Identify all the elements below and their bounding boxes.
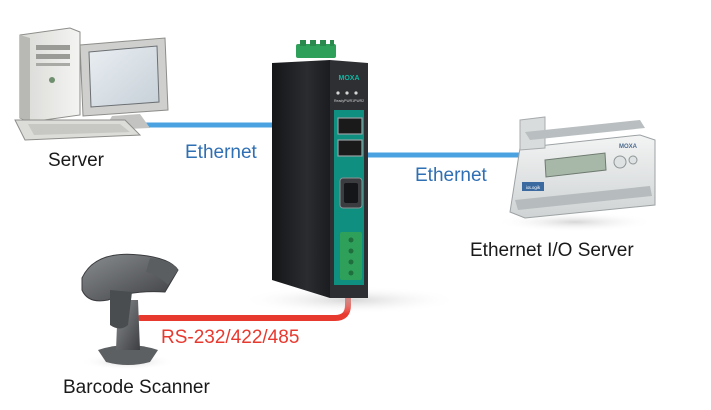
server-computer [14, 27, 169, 141]
server-label: Server [48, 150, 105, 171]
gateway-led-labels: Ready PWR1 PWR2 [334, 99, 364, 103]
serial-label: RS-232/422/485 [161, 327, 299, 348]
ethernet-label-left: Ethernet [185, 142, 258, 163]
io-brand-label: MOXA [619, 144, 638, 150]
ethernet-io-server [495, 116, 656, 232]
barcode-scanner [80, 253, 179, 370]
scanner-label: Barcode Scanner [63, 377, 210, 398]
gateway-brand-label: MOXA [339, 75, 360, 82]
led-label-pwr1: PWR1 [344, 99, 354, 103]
led-label-ready: Ready [334, 99, 344, 103]
io-server-label: Ethernet I/O Server [470, 240, 634, 261]
led-label-pwr2: PWR2 [354, 99, 364, 103]
io-badge-label: ioLogik [526, 185, 541, 190]
ethernet-label-right: Ethernet [415, 165, 488, 186]
gateway-device [240, 40, 460, 314]
